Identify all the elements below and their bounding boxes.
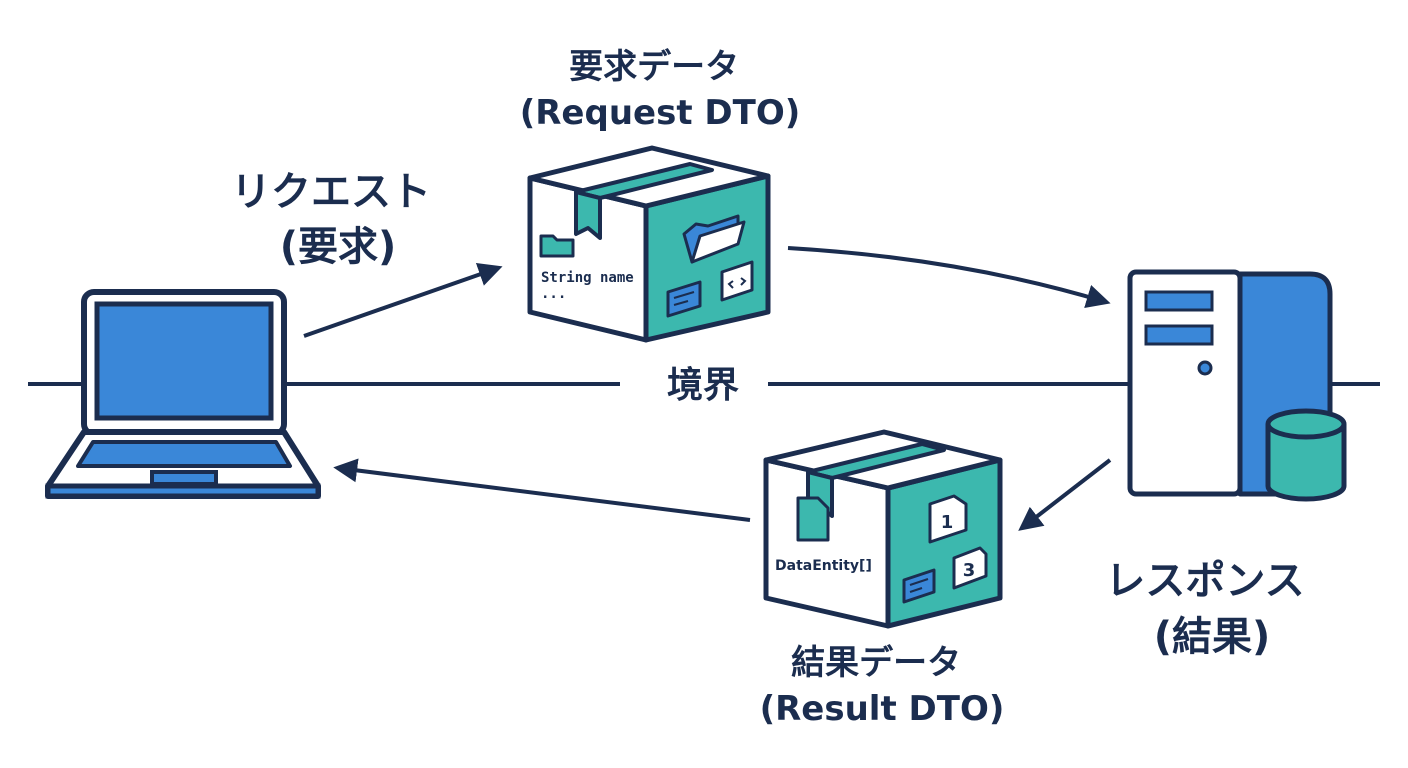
dto-to-server-arrow [787,246,1111,308]
document-3-icon: 3 [952,546,988,590]
request-dto-label: 要求データ (Request DTO) [520,47,801,133]
open-folder-icon [682,214,746,264]
result-dto-label: 結果データ (Result DTO) [760,643,1005,729]
request-dto-label-line1: 要求データ [569,47,739,87]
response-label-line2: (結果) [1154,614,1271,660]
result-to-client-arrow [333,458,751,522]
request-dto-label-line2: (Request DTO) [520,93,801,133]
file-icon [796,496,830,542]
boundary-label: 境界 [667,365,739,406]
request-dto-box: String name ... [527,145,771,343]
request-arrow [303,263,503,338]
card-icon [902,568,936,604]
database-icon [1265,408,1347,502]
request-dto-field: String name [541,270,634,286]
document-icon [666,280,702,318]
result-dto-field: DataEntity[] [775,558,872,574]
result-dto-label-line2: (Result DTO) [760,689,1005,729]
document-3-number: 3 [963,560,976,581]
folder-icon [539,234,575,258]
response-label-line1: レスポンス [1105,558,1304,604]
result-dto-box: 1 3 DataEntity[] [763,429,1003,629]
server-to-result-arrow [1018,458,1112,531]
document-1-number: 1 [941,512,954,533]
laptop-icon [45,289,321,499]
result-dto-label-line1: 結果データ [791,643,961,683]
document-1-icon: 1 [928,494,968,544]
request-label-line2: (要求) [280,224,397,270]
request-label: リクエスト (要求) [231,169,445,270]
request-dto-ellipsis: ... [541,286,566,302]
request-label-line1: リクエスト [231,169,431,215]
code-icon [720,260,754,302]
response-label: レスポンス (結果) [1105,558,1318,660]
